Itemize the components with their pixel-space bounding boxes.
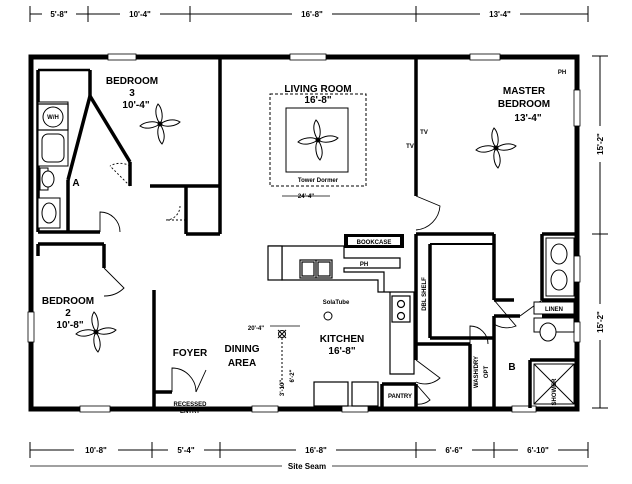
interior-walls — [36, 57, 577, 408]
bath-b-label: B — [508, 362, 515, 373]
kitchen-cabinets — [267, 245, 415, 407]
bottom-dim-5: 6'-10" — [527, 446, 549, 455]
dining-name2: AREA — [228, 358, 256, 369]
washer-dryer-label: WASH/DRY — [474, 356, 480, 388]
top-dim-1: 5'-8" — [50, 10, 67, 19]
dbl-shelf-label: DBL SHELF — [422, 277, 428, 311]
bedroom3-number: 3 — [129, 88, 135, 99]
foyer-name: FOYER — [173, 348, 208, 359]
bottom-dim-3: 16'-8" — [305, 446, 327, 455]
site-seam-caption: Site Seam — [288, 462, 326, 471]
top-dim-4: 13'-4" — [489, 10, 511, 19]
tower-dormer — [269, 93, 367, 197]
ceiling-fan-icon — [139, 103, 181, 145]
bookcase-label: BOOKCASE — [357, 240, 392, 246]
tv-living-label: TV — [420, 130, 428, 136]
entry-label: ENTRY — [180, 409, 200, 415]
bath-a-label: A — [72, 178, 79, 189]
recessed-label: RECESSED — [173, 402, 207, 408]
ceiling-fan-icon — [475, 127, 517, 169]
living-room-size: 16'-8" — [304, 95, 331, 106]
bottom-dim-1: 10'-8" — [85, 446, 107, 455]
bedroom2-name: BEDROOM — [42, 296, 94, 307]
ph-kitchen-label: PH — [360, 262, 368, 268]
bath-b-fixtures — [533, 237, 575, 405]
bedroom3-name: BEDROOM — [106, 76, 158, 87]
kitchen-dim-3: 6'-2" — [290, 369, 296, 382]
master-bedroom-size: 13'-4" — [514, 113, 541, 124]
master-bedroom-name: MASTER — [503, 86, 546, 97]
ceiling-fan-icon — [297, 119, 339, 161]
shower-label: SHOWER — [552, 378, 558, 406]
kitchen-dim-1: 20'-4" — [248, 326, 264, 332]
water-heater: W/H — [37, 103, 69, 131]
top-dim-3: 16'-8" — [301, 10, 323, 19]
solatube-label: SolaTube — [323, 300, 350, 306]
pantry-label: PANTRY — [388, 394, 412, 400]
tower-dormer-dim: 24'-4" — [298, 194, 314, 200]
right-dim-2: 15'-2" — [596, 311, 605, 333]
bedroom2-number: 2 — [65, 308, 71, 319]
right-dimension-line — [592, 55, 608, 409]
windows — [27, 53, 581, 413]
living-room-name: LIVING ROOM — [284, 84, 351, 95]
bookcase-label-bg — [348, 237, 400, 245]
top-dim-2: 10'-4" — [129, 10, 151, 19]
bedroom2-size: 10'-8" — [56, 320, 83, 331]
dining-name: DINING — [225, 344, 260, 355]
tv-master-label: TV — [406, 144, 414, 150]
bottom-dim-4: 6'-6" — [445, 446, 462, 455]
linen-label: LINEN — [545, 307, 563, 313]
water-heater-label: W/H — [47, 115, 59, 121]
kitchen-dim-2: 3'-10" — [280, 380, 286, 396]
master-bedroom-name2: BEDROOM — [498, 99, 550, 110]
bedroom3-size: 10'-4" — [122, 100, 149, 111]
kitchen-size: 16'-8" — [328, 346, 355, 357]
tower-dormer-label: Tower Dormer — [298, 178, 339, 184]
washer-dryer-opt-label: OPT — [484, 366, 490, 379]
kitchen-name: KITCHEN — [320, 334, 364, 345]
ph-master-label: PH — [558, 70, 566, 76]
ceiling-fan-icon — [75, 311, 117, 353]
bottom-dim-2: 5'-4" — [177, 446, 194, 455]
light-fixtures — [270, 311, 333, 390]
right-dim-1: 15'-2" — [596, 133, 605, 155]
